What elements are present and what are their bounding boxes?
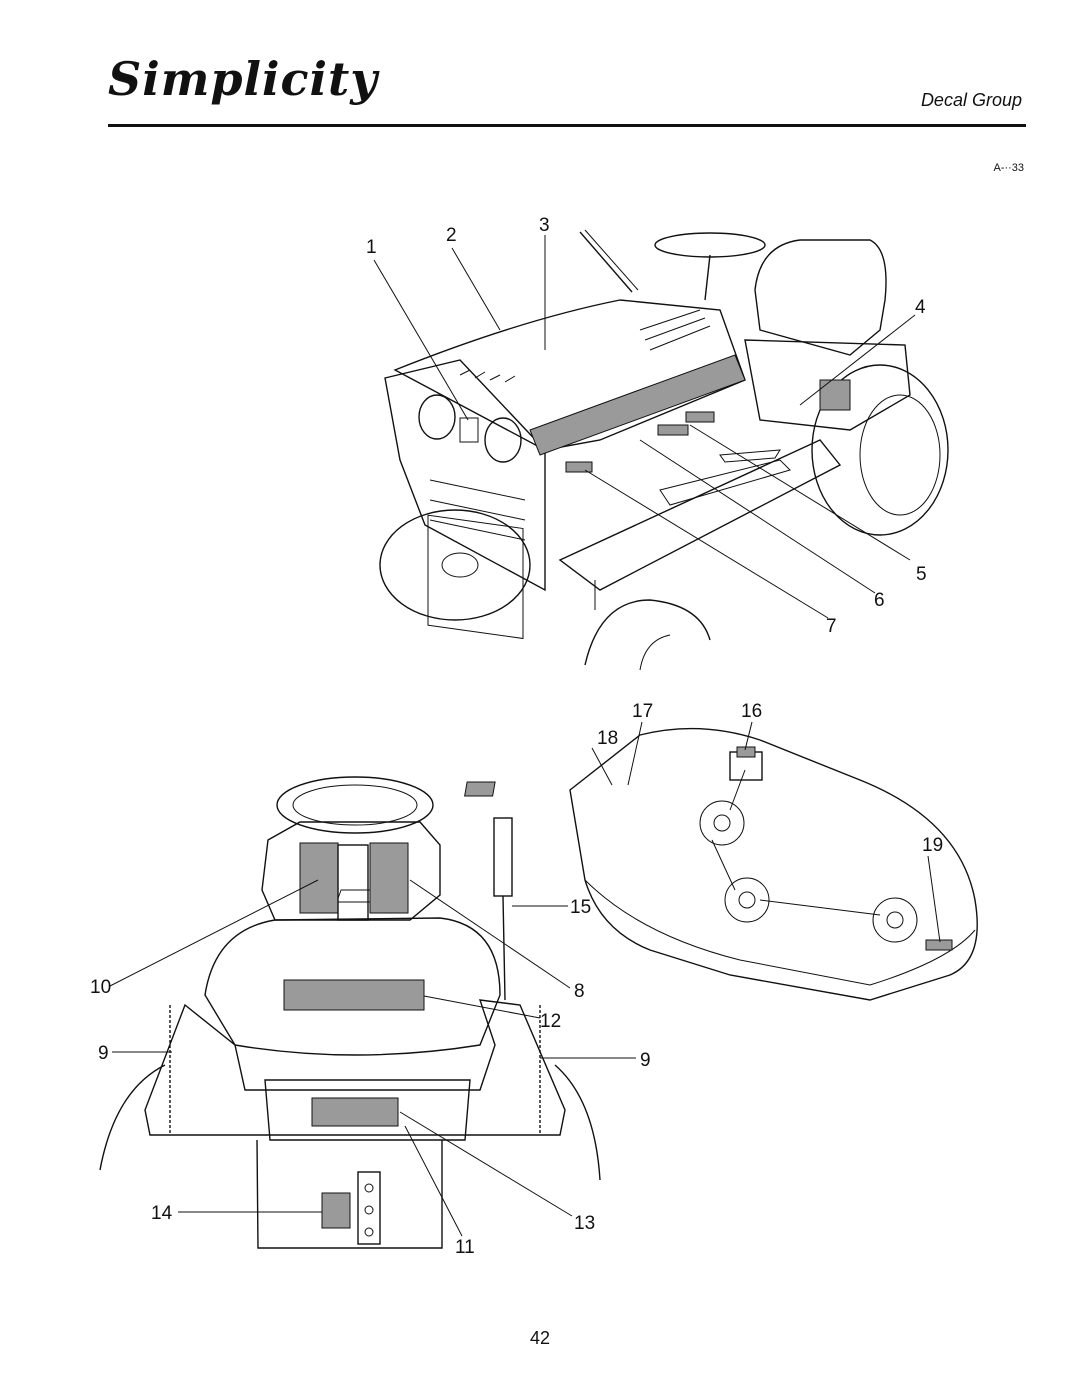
- callout-5: 5: [916, 564, 927, 585]
- brand-logo: Simplicity: [108, 52, 378, 106]
- callout-9-left: 9: [98, 1043, 109, 1064]
- callout-7: 7: [826, 616, 837, 637]
- callout-14: 14: [151, 1203, 173, 1224]
- callout-4: 4: [915, 297, 926, 318]
- mower-deck-illustration: [336, 727, 978, 1001]
- deck-leader-lines: [591, 721, 941, 943]
- section-title: Decal Group: [920, 90, 1022, 110]
- callout-18: 18: [597, 728, 618, 749]
- rear-view-illustration: [99, 776, 601, 1249]
- callout-15: 15: [570, 897, 591, 918]
- callout-11: 11: [455, 1237, 475, 1258]
- callout-8: 8: [574, 981, 585, 1002]
- callout-3: 3: [539, 215, 550, 236]
- callout-9-right: 9: [640, 1050, 651, 1071]
- callout-16: 16: [741, 701, 762, 722]
- callout-2: 2: [446, 225, 457, 246]
- callout-1: 1: [366, 237, 377, 258]
- callout-19: 19: [922, 835, 943, 856]
- header-rule: [108, 124, 1026, 127]
- page-number: 42: [529, 1328, 551, 1348]
- tractor-illustration: [379, 229, 949, 671]
- callout-17: 17: [632, 701, 653, 722]
- rear-leader-lines: [109, 879, 636, 1237]
- figure-code: A-··33: [993, 162, 1024, 174]
- callout-6: 6: [874, 590, 885, 611]
- callout-13: 13: [574, 1213, 595, 1234]
- callout-10: 10: [90, 977, 111, 998]
- callout-12: 12: [540, 1011, 561, 1032]
- tractor-leader-lines: [373, 235, 916, 619]
